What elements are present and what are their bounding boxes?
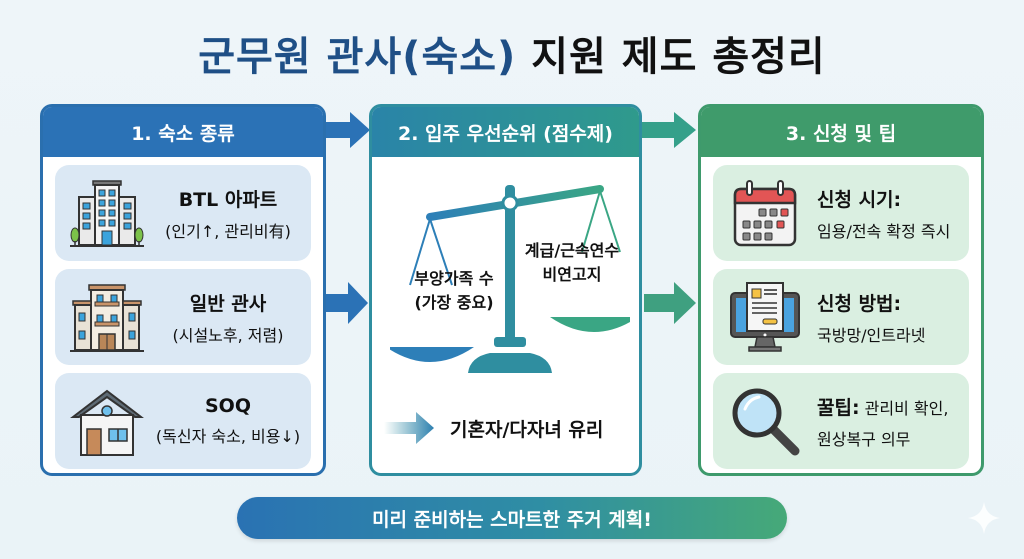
apartment-building-icon (70, 180, 144, 247)
mid-arrow-2-icon (644, 282, 696, 324)
card-tips: 꿀팁: 관리비 확인, 원상복구 의무 (713, 373, 969, 469)
computer-monitor-icon (730, 282, 800, 352)
card-title: SOQ (205, 395, 251, 417)
scale-left-label-line-2: (가장 중요) (414, 293, 494, 312)
card-title: 신청 방법: (817, 289, 969, 316)
card-subtitle: (인기↑, 관리비有) (165, 221, 291, 241)
card-subtitle: (독신자 숙소, 비용↓) (155, 427, 301, 446)
card-title: 신청 시기: (817, 185, 969, 212)
card-title: BTL 아파트 (178, 188, 278, 211)
summary-banner: 미리 준비하는 스마트한 주거 계획! (237, 497, 787, 539)
card-title: 꿀팁: 관리비 확인, (817, 393, 969, 420)
card-subtitle: (시설노후, 저렴) (172, 325, 284, 345)
title-part-2: 지원 제도 총정리 (531, 34, 826, 80)
page-title: 군무원 관사(숙소) 지원 제도 총정리 (0, 24, 1024, 82)
column-header: 1. 숙소 종류 (43, 107, 323, 157)
advantage-text: 기혼자/다자녀 유리 (450, 418, 604, 441)
header-arrow-1-icon (322, 112, 370, 148)
card-soq: SOQ (독신자 숙소, 비용↓) (55, 373, 311, 469)
married-children-advantage: 기혼자/다자녀 유리 (384, 403, 634, 453)
scale-right-label: 계급/근속연수 비연고지 (512, 239, 632, 287)
card-btl-apartment: BTL 아파트 (인기↑, 관리비有) (55, 165, 311, 261)
magnifying-glass-icon (732, 388, 800, 456)
title-part-1: 군무원 관사(숙소) (198, 34, 517, 80)
column-header: 2. 입주 우선순위 (점수제) (372, 107, 639, 157)
column-application-tips: 3. 신청 및 팁 신청 시기: 임용/전속 확정 즉시 (698, 104, 984, 476)
arrow-right-icon (384, 412, 434, 444)
card-subtitle: 국방망/인트라넷 (817, 325, 926, 345)
card-title-rest: 관리비 확인, (859, 398, 949, 418)
card-title-label: 신청 방법: (817, 292, 902, 315)
sparkle-icon (968, 502, 1000, 534)
column-header: 3. 신청 및 팁 (701, 107, 981, 157)
scale-left-label: 부양가족 수 (가장 중요) (394, 267, 514, 315)
balance-scale-icon (390, 185, 630, 373)
card-title-label: 꿀팁: (817, 396, 860, 419)
card-application-timing: 신청 시기: 임용/전속 확정 즉시 (713, 165, 969, 261)
mid-arrow-1-icon (326, 282, 368, 324)
column-priority-scoring: 2. 입주 우선순위 (점수제) 부양가족 수 (가장 중요) 계급/근속연수 … (369, 104, 642, 476)
card-application-method: 신청 방법: 국방망/인트라넷 (713, 269, 969, 365)
old-building-icon (70, 284, 144, 352)
card-title: 일반 관사 (189, 292, 267, 315)
column-accommodation-types: 1. 숙소 종류 BTL 아파트 (인기↑, 관리비有) (40, 104, 326, 476)
card-subtitle: 원상복구 의무 (817, 429, 911, 449)
calendar-icon (733, 180, 797, 247)
house-icon (70, 389, 144, 456)
scale-right-label-line-1: 계급/근속연수 (524, 241, 620, 260)
scale-left-label-line-1: 부양가족 수 (414, 269, 494, 288)
scale-right-label-line-2: 비연고지 (542, 265, 602, 284)
card-title-label: 신청 시기: (817, 188, 902, 211)
card-subtitle: 임용/전속 확정 즉시 (817, 221, 951, 241)
card-general-quarters: 일반 관사 (시설노후, 저렴) (55, 269, 311, 365)
header-arrow-2-icon (640, 112, 696, 148)
